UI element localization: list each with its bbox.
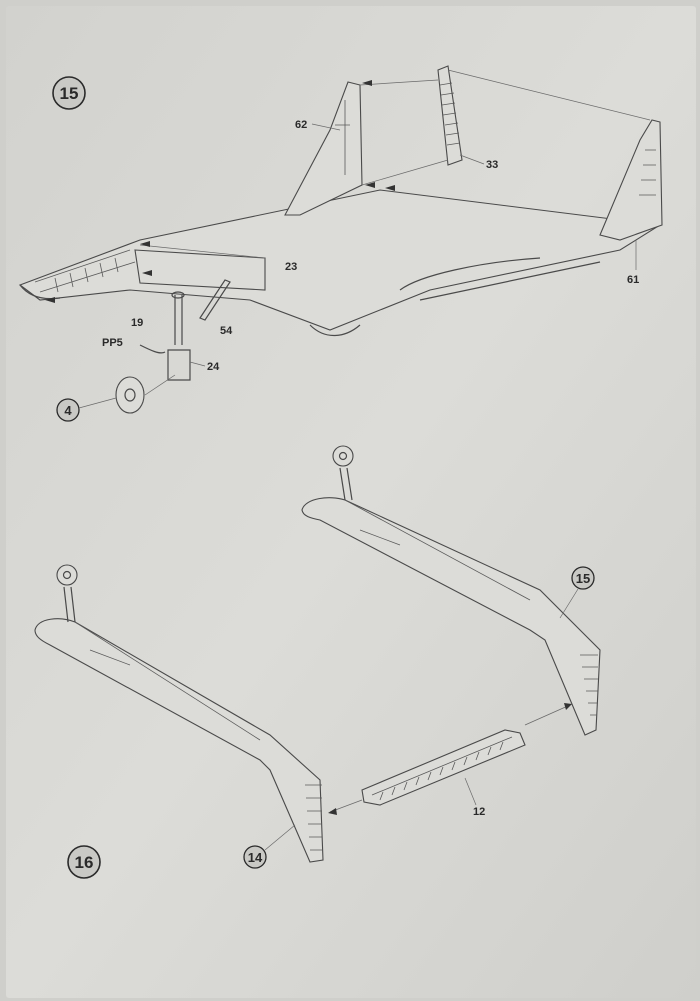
stabilizer-part-12 [328,703,572,815]
part-label-19: 19 [131,317,143,329]
tail-gear-assembly [115,279,231,414]
part-label-62: 62 [295,119,307,131]
part-ref-15: 15 [559,566,595,619]
step-16-marker: 16 [67,845,101,879]
elevator-part-23 [134,249,266,291]
rudder-part-33 [437,65,463,166]
step-15-marker: 15 [52,76,86,110]
part-label-12: 12 [473,806,485,818]
part-ref-4: 4 [56,397,117,422]
tail-wheel [115,376,145,414]
step-15-number: 15 [60,84,79,103]
step-16-number: 16 [75,853,94,872]
part-label-54: 54 [220,325,233,337]
tail-boom-left [34,564,324,863]
tail-boom-right [301,445,601,736]
part-label-ref14: 14 [248,850,263,865]
part-label-pp5: PP5 [102,337,123,349]
part-label-33: 33 [486,159,498,171]
tailplane-assembly [18,65,663,337]
part-label-ref15: 15 [576,571,590,586]
part-label-61: 61 [627,274,639,286]
part-label-23: 23 [285,261,297,273]
part-label-4: 4 [64,403,72,418]
elevator-ribs [34,249,136,293]
part-ref-14: 14 [243,824,296,869]
part-label-24: 24 [207,361,220,373]
